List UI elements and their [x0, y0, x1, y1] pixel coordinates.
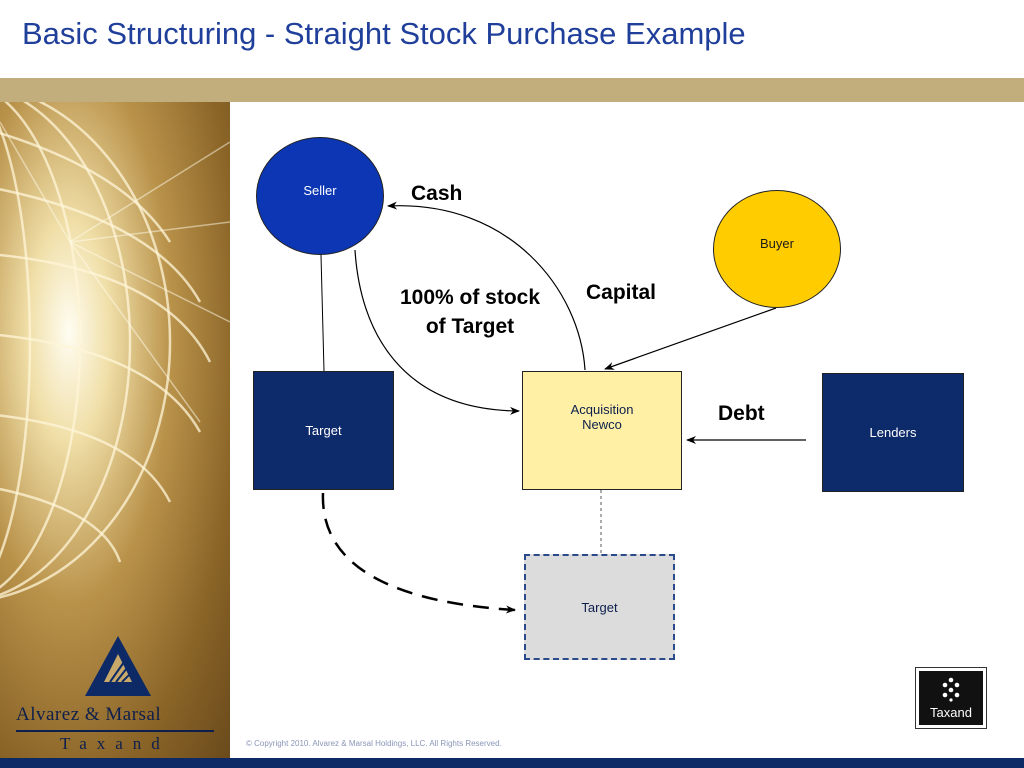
- cash-arrow: [387, 201, 586, 371]
- lenders-label: Lenders: [869, 425, 917, 440]
- globe-side-panel: Alvarez & Marsal Taxand: [0, 102, 230, 758]
- target-label: Target: [305, 423, 342, 438]
- slide-title: Basic Structuring - Straight Stock Purch…: [22, 16, 746, 51]
- taxand-badge: Taxand: [915, 667, 987, 729]
- buyer-label: Buyer: [760, 236, 794, 251]
- seller-target-connector: [320, 254, 325, 372]
- stock-label-line1: 100% of stock: [399, 286, 541, 309]
- stock-label-line2: of Target: [425, 315, 515, 338]
- debt-label: Debt: [718, 402, 765, 425]
- alvarez-marsal-wordmark: Alvarez & Marsal: [16, 704, 162, 725]
- merger-dashed-arrow: [321, 492, 516, 614]
- seller-label: Seller: [303, 183, 337, 198]
- taxand-badge-inner: Taxand: [919, 671, 983, 725]
- cash-label: Cash: [411, 182, 463, 205]
- post-merger-target-node: Target: [524, 554, 675, 660]
- target-node: Target: [253, 371, 394, 490]
- acquisition-newco-node: Acquisition Newco: [522, 371, 682, 490]
- company-logo: Alvarez & Marsal Taxand: [0, 632, 230, 758]
- alvarez-marsal-mountain-icon: [85, 636, 151, 696]
- buyer-node: Buyer: [713, 190, 841, 308]
- stock-label: 100% of stock of Target: [380, 283, 560, 341]
- lenders-node: Lenders: [822, 373, 964, 492]
- acquisition-label-line1: Acquisition: [570, 402, 634, 417]
- post-merger-target-label: Target: [581, 599, 618, 615]
- taxand-dots-icon: [942, 677, 960, 702]
- wire-globe-image: [0, 102, 230, 599]
- capital-label: Capital: [586, 281, 657, 304]
- logo-divider: [16, 730, 214, 732]
- footer-band: [0, 758, 1024, 768]
- acquisition-label-line2: Newco: [582, 417, 622, 432]
- copyright-notice: © Copyright 2010. Alvarez & Marsal Holdi…: [246, 739, 502, 748]
- taxand-badge-text: Taxand: [930, 705, 972, 720]
- header-band: [0, 78, 1024, 102]
- seller-node: Seller: [256, 137, 384, 255]
- taxand-wordmark: Taxand: [60, 734, 170, 753]
- capital-arrow: [604, 307, 777, 370]
- stock-transfer-arrow: [354, 249, 520, 415]
